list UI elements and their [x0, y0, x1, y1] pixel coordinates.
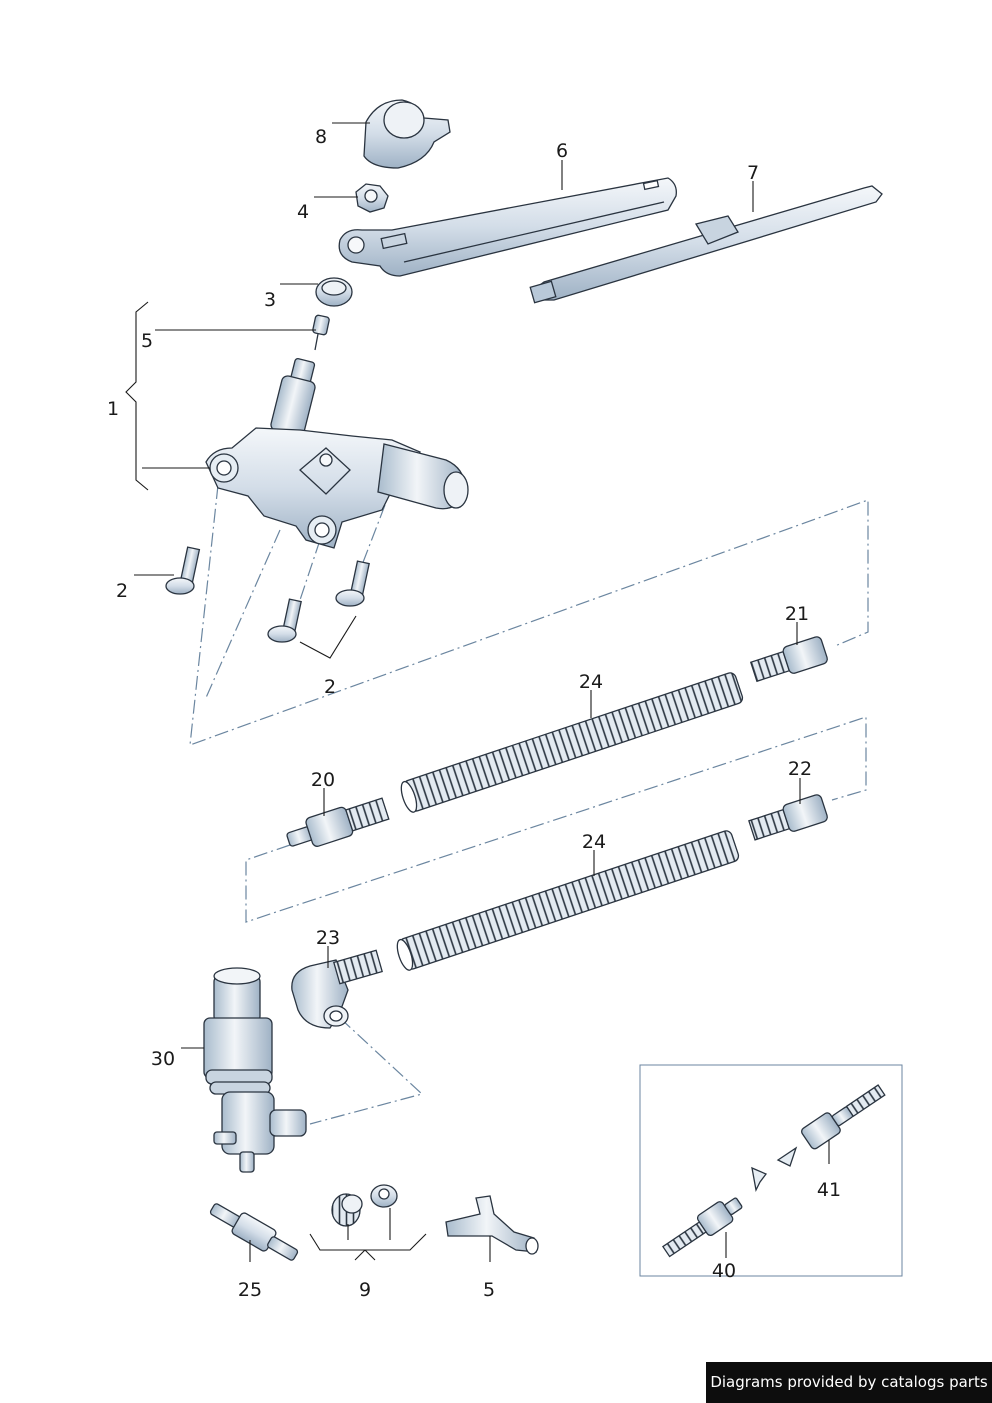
callout-5-stud: 5 [141, 330, 153, 352]
callout-23: 23 [316, 927, 340, 949]
bolt-right [335, 560, 370, 607]
connector-female-41 [801, 1084, 886, 1150]
grommet-plug-set [331, 1184, 398, 1227]
bolt-middle [267, 598, 302, 643]
washer-pump [203, 967, 307, 1173]
callout-25: 25 [238, 1279, 262, 1301]
elbow-connector [291, 949, 383, 1029]
y-connector [445, 1195, 539, 1255]
detail-inset-box [639, 1064, 903, 1277]
callout-24-upper: 24 [579, 671, 603, 693]
callout-1: 1 [107, 398, 119, 420]
hose-connector-21 [749, 636, 828, 683]
callout-9: 9 [359, 1279, 371, 1301]
callout-5-y: 5 [483, 1279, 495, 1301]
callout-41: 41 [817, 1179, 841, 1201]
hex-nut [355, 183, 389, 213]
callout-24-lower: 24 [582, 831, 606, 853]
inline-connector [209, 1203, 299, 1261]
callout-8: 8 [315, 126, 327, 148]
hose-connector-22 [748, 794, 828, 841]
bolt-left [165, 546, 201, 595]
callout-7: 7 [747, 162, 759, 184]
callout-30: 30 [151, 1048, 175, 1070]
callout-22: 22 [788, 758, 812, 780]
callout-4: 4 [297, 201, 309, 223]
connector-male-40 [662, 1197, 743, 1258]
assembly-guide-lines [189, 484, 869, 1125]
rubber-grommet [315, 277, 353, 307]
arrow-up-icon [751, 1166, 768, 1193]
credit-text: Diagrams provided by catalogs parts [710, 1373, 988, 1391]
callout-20: 20 [311, 769, 335, 791]
wiper-arm-cap [363, 99, 451, 169]
callout-21: 21 [785, 603, 809, 625]
callout-2-group: 2 [324, 676, 336, 698]
leader-lines [125, 122, 830, 1262]
callout-2-left: 2 [116, 580, 128, 602]
wiper-arm [338, 177, 677, 277]
arrow-down-icon [776, 1146, 798, 1167]
wiper-blade [529, 185, 883, 304]
small-stud [312, 314, 330, 351]
credit-footer: Diagrams provided by catalogs parts [706, 1362, 992, 1403]
corrugated-hose-lower [396, 830, 740, 971]
hose-connector-20 [286, 797, 390, 847]
wiper-motor [205, 357, 469, 549]
corrugated-hose-upper [400, 672, 744, 813]
callout-40: 40 [712, 1260, 736, 1282]
callout-6: 6 [556, 140, 568, 162]
callout-3: 3 [264, 289, 276, 311]
